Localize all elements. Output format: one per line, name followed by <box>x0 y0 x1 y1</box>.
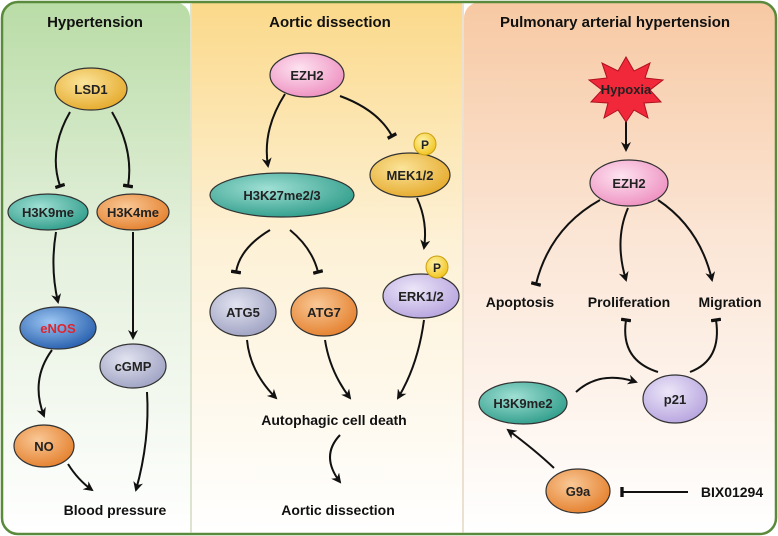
node-h3k27me2-3: H3K27me2/3 <box>209 172 355 218</box>
label-migration: Migration <box>699 294 762 310</box>
svg-text:EZH2: EZH2 <box>612 176 645 191</box>
svg-text:H3K27me2/3: H3K27me2/3 <box>243 188 320 203</box>
node-h3k9me2: H3K9me2 <box>478 381 568 425</box>
panel-title-hypertension: Hypertension <box>47 14 143 31</box>
svg-text:H3K9me: H3K9me <box>22 205 74 220</box>
pah-edges <box>506 108 722 497</box>
node-g9a: G9a <box>545 468 611 514</box>
edge-death-dissection <box>329 434 342 484</box>
edge-erk-death <box>396 319 425 400</box>
edge-ezh2-migration <box>657 199 716 282</box>
edge-ezh2-h3k27 <box>261 93 286 168</box>
svg-text:cGMP: cGMP <box>115 359 152 374</box>
node-ezh2-aortic: EZH2 <box>269 52 345 98</box>
edge-p21-migration <box>689 317 722 373</box>
node-mek1-2: MEK1/2 <box>369 152 451 198</box>
label-bix01294: BIX01294 <box>701 484 763 500</box>
node-hypoxia: Hypoxia <box>587 55 665 123</box>
edge-ezh2-proliferation <box>618 207 629 282</box>
node-p21: p21 <box>642 374 708 424</box>
hypertension-edges <box>36 111 149 492</box>
node-no: NO <box>13 424 75 468</box>
svg-text:eNOS: eNOS <box>40 321 76 336</box>
panel-title-pah: Pulmonary arterial hypertension <box>500 14 730 31</box>
svg-text:EZH2: EZH2 <box>290 68 323 83</box>
node-ezh2-pah: EZH2 <box>589 159 669 207</box>
edge-atg7-death <box>324 339 352 400</box>
outcome-blood-pressure: Blood pressure <box>64 502 167 518</box>
edge-enos-no <box>36 349 53 418</box>
svg-text:MEK1/2: MEK1/2 <box>387 168 434 183</box>
svg-text:P: P <box>433 261 441 275</box>
node-atg7: ATG7 <box>290 287 358 337</box>
outcome-aortic-dissection: Aortic dissection <box>281 502 395 518</box>
aortic-edges <box>230 93 431 484</box>
edge-h3k27-atg5 <box>230 229 271 275</box>
edge-no-bp <box>67 463 94 492</box>
edge-atg5-death <box>246 339 278 400</box>
node-atg5: ATG5 <box>209 287 277 337</box>
svg-text:NO: NO <box>34 439 54 454</box>
edge-cgmp-bp <box>133 391 149 492</box>
edge-lsd1-h3k4me <box>111 111 134 189</box>
label-proliferation: Proliferation <box>588 294 670 310</box>
node-lsd1: LSD1 <box>54 67 128 111</box>
svg-text:Hypoxia: Hypoxia <box>601 82 652 97</box>
svg-text:p21: p21 <box>664 392 686 407</box>
svg-text:G9a: G9a <box>566 484 591 499</box>
phospho-badge-mek: P <box>413 132 437 156</box>
panel-title-aortic-dissection: Aortic dissection <box>269 14 391 31</box>
node-enos: eNOS <box>19 306 97 350</box>
svg-text:ATG5: ATG5 <box>226 305 260 320</box>
node-h3k9me: H3K9me <box>7 193 89 231</box>
panel-hypertension <box>2 2 190 534</box>
svg-text:ATG7: ATG7 <box>307 305 341 320</box>
phospho-badge-erk: P <box>425 255 449 279</box>
svg-text:H3K4me: H3K4me <box>107 205 159 220</box>
label-apoptosis: Apoptosis <box>486 294 555 310</box>
edge-g9a-h3k9me2 <box>506 428 555 469</box>
svg-text:H3K9me2: H3K9me2 <box>493 396 552 411</box>
node-erk1-2: ERK1/2 <box>382 273 460 319</box>
edge-mek-erk <box>416 197 431 250</box>
edge-lsd1-h3k9me <box>54 111 71 190</box>
edge-h3k9me-enos <box>51 231 62 304</box>
edge-h3k9me2-p21 <box>575 374 638 393</box>
edge-ezh2-mek <box>339 95 398 140</box>
autophagic-cell-death-label: Autophagic cell death <box>261 412 406 428</box>
edge-ezh2-apoptosis <box>530 199 601 287</box>
svg-text:LSD1: LSD1 <box>74 82 107 97</box>
edge-p21-proliferation <box>620 317 659 373</box>
edge-h3k27-atg7 <box>289 229 324 275</box>
svg-text:ERK1/2: ERK1/2 <box>398 289 444 304</box>
node-h3k4me: H3K4me <box>96 193 170 231</box>
svg-text:P: P <box>421 138 429 152</box>
node-cgmp: cGMP <box>99 343 167 389</box>
